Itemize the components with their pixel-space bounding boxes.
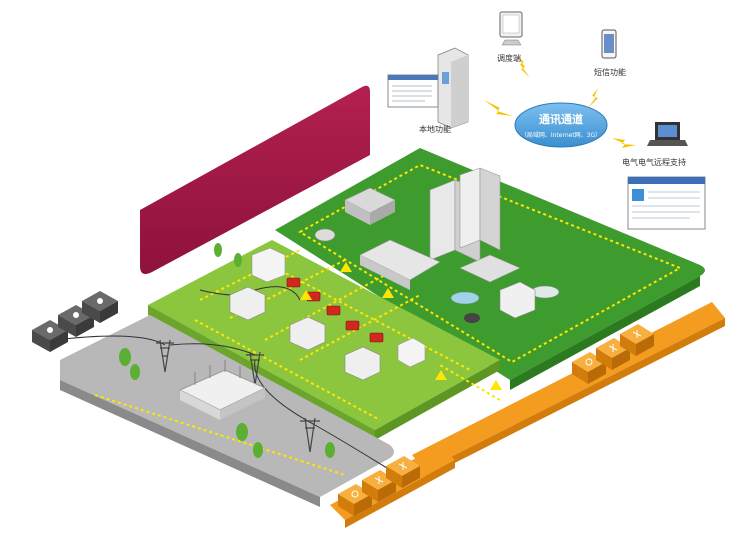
house-icon <box>251 247 426 368</box>
remote-label: 电气电气远程支持 <box>622 158 686 167</box>
monitor-icon <box>499 11 523 46</box>
comm-channel: 通讯通道 （局域网、Internet网、3G） <box>516 105 606 151</box>
laptop-icon <box>647 122 688 146</box>
sms-label: 短信功能 <box>594 68 626 77</box>
comm-bubble <box>514 102 608 148</box>
cabinet-icon <box>437 47 469 129</box>
title-banner <box>140 85 370 275</box>
tower-icon <box>156 339 320 453</box>
factory-icon <box>314 167 560 323</box>
comm-subtitle: （局域网、Internet网、3G） <box>520 132 602 139</box>
local-label: 本地功能 <box>419 125 451 134</box>
substation-icon <box>178 360 267 420</box>
lightning-icon <box>484 57 636 148</box>
arrow-icon <box>300 262 502 390</box>
remote-support-screen-icon <box>627 176 706 230</box>
dispatch-label: 调度端 <box>497 54 521 63</box>
wind-icon <box>374 330 642 484</box>
smartphone-icon <box>601 29 617 59</box>
orange-cube-icon <box>338 324 654 516</box>
comm-title: 通讯通道 <box>539 113 583 126</box>
energy-icons-left <box>47 298 103 333</box>
local-screen-icon <box>387 74 439 108</box>
transformer-icon <box>229 286 381 381</box>
device-icon <box>286 277 384 343</box>
sun-icon <box>351 358 593 498</box>
tree-icon <box>119 243 335 458</box>
